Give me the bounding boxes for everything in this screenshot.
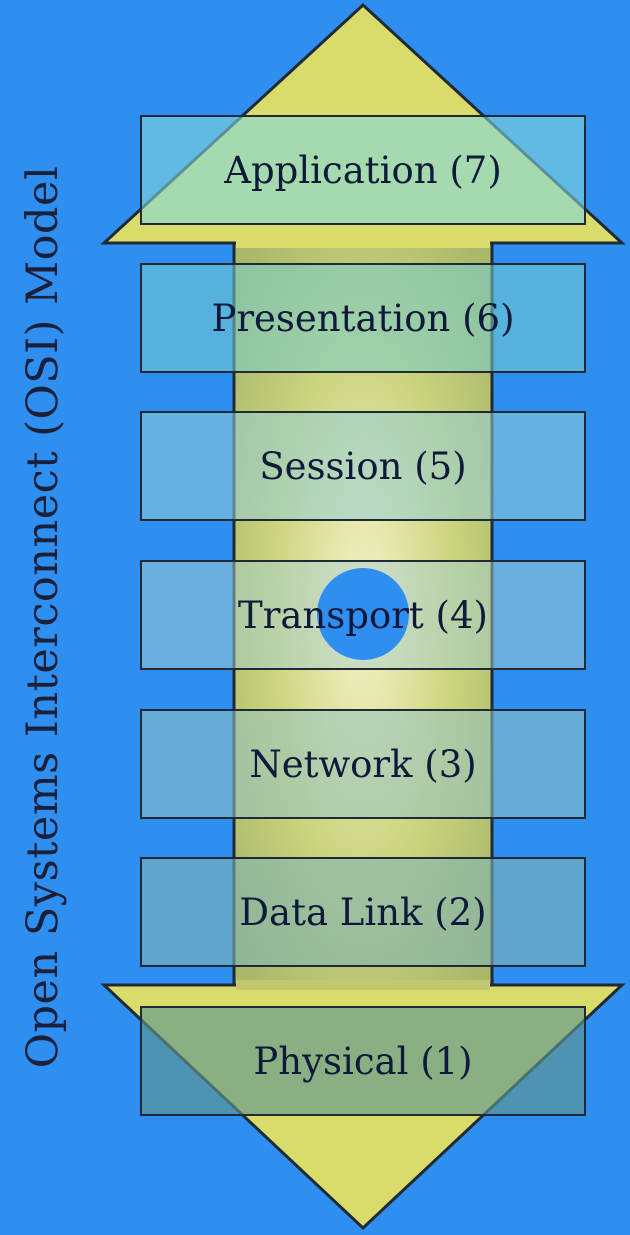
layer-physical: Physical (1): [140, 1006, 586, 1116]
layer-label: Transport (4): [238, 593, 488, 637]
layer-label: Presentation (6): [211, 296, 515, 340]
layer-data-link: Data Link (2): [140, 857, 586, 967]
layer-label: Application (7): [224, 148, 502, 192]
center-dot: [317, 568, 409, 660]
layer-presentation: Presentation (6): [140, 263, 586, 373]
layer-label: Physical (1): [253, 1039, 473, 1083]
layer-label: Session (5): [259, 444, 467, 488]
layer-application: Application (7): [140, 115, 586, 225]
model-title: Open Systems Interconnect (OSI) Model: [18, 165, 68, 1069]
layer-session: Session (5): [140, 411, 586, 521]
layer-label: Data Link (2): [239, 890, 487, 934]
layer-network: Network (3): [140, 709, 586, 819]
layer-label: Network (3): [249, 742, 477, 786]
